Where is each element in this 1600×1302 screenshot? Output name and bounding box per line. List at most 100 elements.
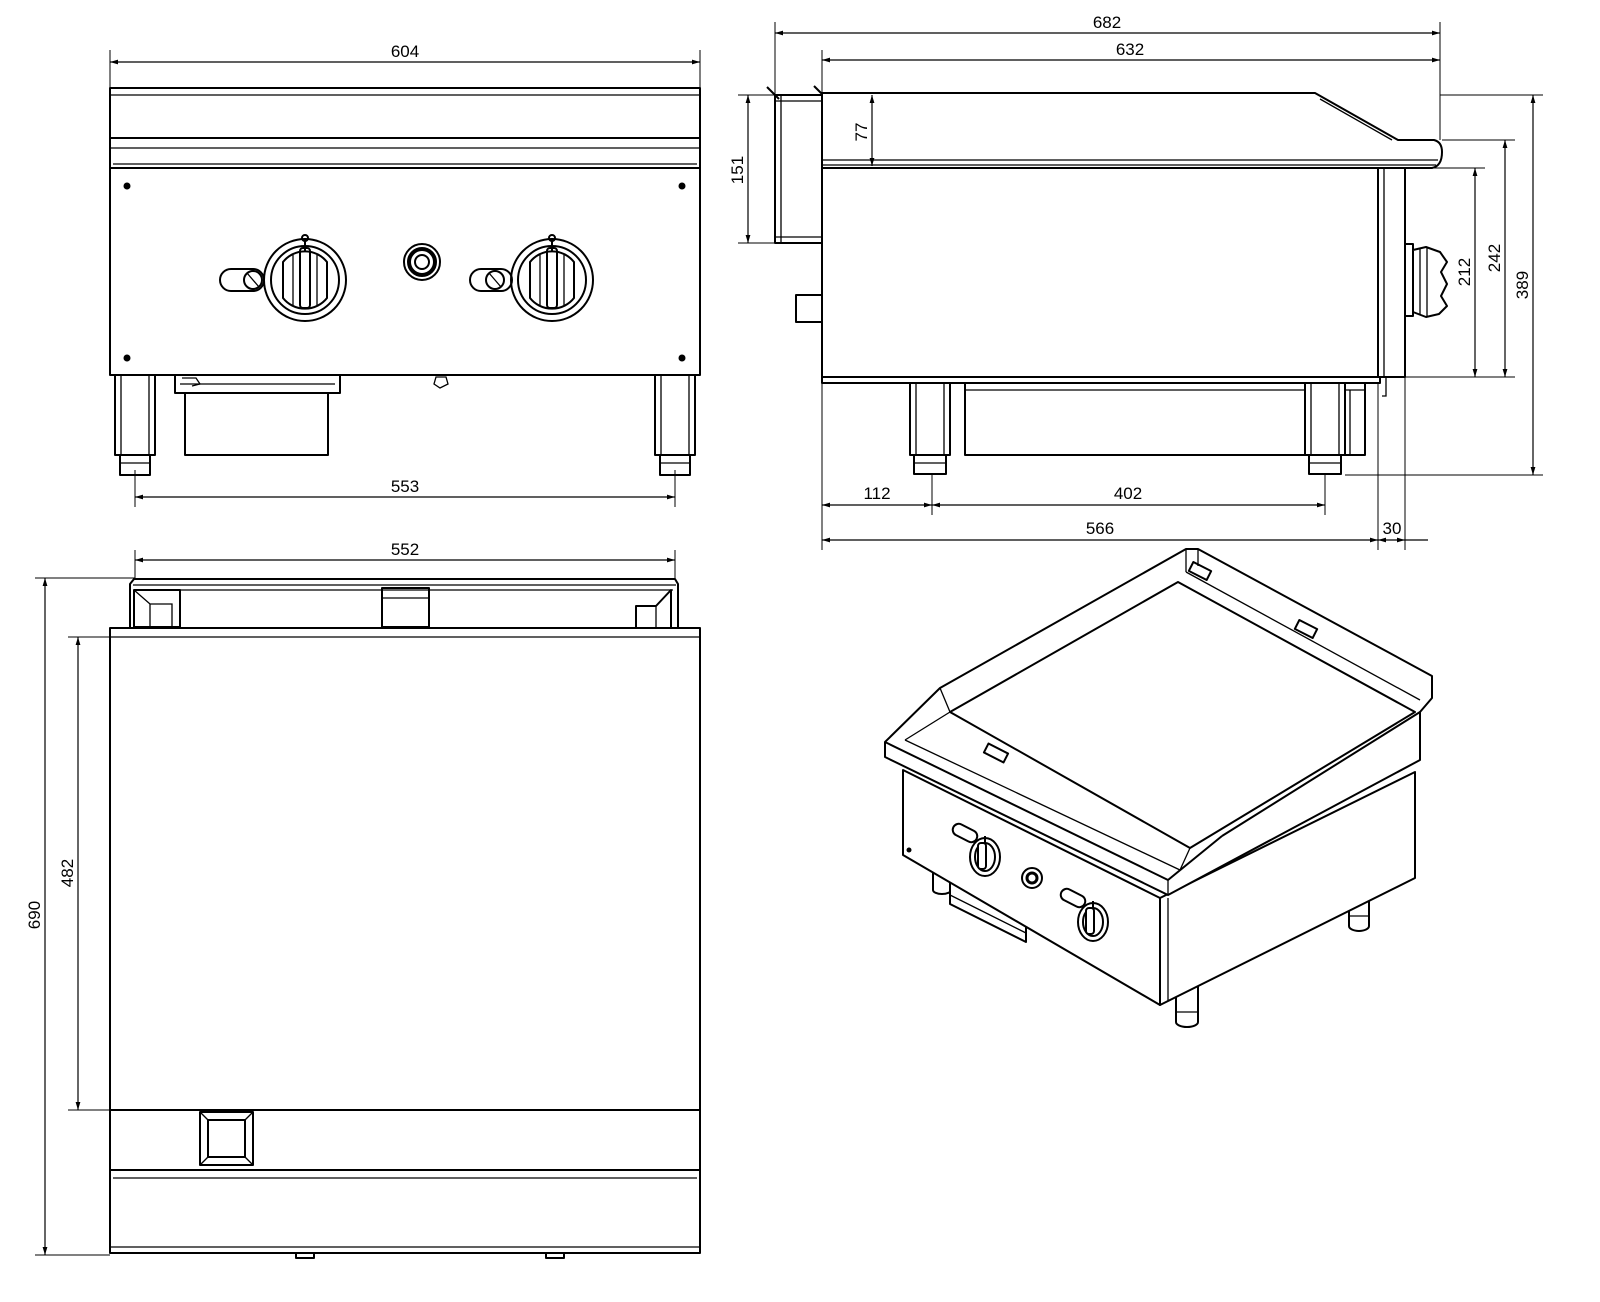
leg [114,374,156,456]
grease-hole-bevel [244,1111,254,1121]
iso-cooking-plate [949,581,1416,849]
dimension-label: 604 [391,42,419,61]
igniter-ring [403,243,441,281]
grease-hole-bevel [244,1156,254,1166]
knob-stub [545,1252,565,1259]
dimension-label: 212 [1455,258,1474,286]
iso-igniter-button [1021,867,1043,889]
iso-left-pilot-window [951,822,979,844]
front-rail-edge [884,741,1169,881]
left-control-knob [263,234,347,322]
right-wall-edge [1179,847,1191,871]
back-splash-edge [1185,571,1421,701]
pilot-mark [246,272,260,288]
iso-right-pilot-window [1059,887,1087,909]
pilot-button [485,270,505,290]
screw [123,182,131,190]
front-view: 604 [109,42,701,507]
igniter-ring [1021,867,1043,889]
grease-hole-bevel [199,1111,209,1121]
side-wall [821,92,1443,169]
knob-body [282,250,328,310]
screw [678,354,686,362]
dimension-label: 482 [58,859,77,887]
isometric-view [884,548,1433,1028]
bracket-fold [133,589,173,627]
leg [1175,985,1199,1028]
foot [913,454,947,475]
side-view: 682 632 [728,13,1543,550]
back-splash [774,94,823,244]
knob-body [1412,246,1448,318]
side-wall-edge [1319,98,1393,141]
knob-pointer-tip [301,234,309,242]
right-wall-edge [1221,711,1421,837]
igniter-center [1025,871,1039,885]
dimension-label: 151 [728,156,747,184]
knob-pointer-tip [548,234,556,242]
dimension-label: 77 [852,123,871,142]
grease-hole-bevel [199,1156,209,1166]
front-left-leg [114,374,156,476]
back-splash-top [129,578,679,629]
bottom-hook [1378,376,1387,397]
drawer-edge [949,894,1027,934]
break-mark [766,86,780,100]
knob-bezel [1404,243,1414,317]
iso-right-control-knob [1077,901,1109,942]
grease-hole-inner [207,1119,246,1158]
screw [906,847,912,853]
left-wall-edge [904,711,951,741]
front-rail-edge [904,739,1181,871]
left-pilot-window [219,268,265,292]
front-right-leg [654,374,696,476]
grease-drawer [174,374,341,456]
drawer-clip [182,377,202,387]
leg [654,374,696,456]
control-panel-side [1377,167,1406,378]
iso-leg-middle [1175,985,1199,1028]
right-bracket [635,589,672,627]
screw [123,354,131,362]
knob-handle [977,842,987,870]
iso-bracket [1187,561,1213,581]
screw [678,182,686,190]
right-control-knob [510,234,594,322]
knob-handle [1085,907,1095,935]
dimension-label: 242 [1485,244,1504,272]
igniter-ring [407,247,437,277]
pilot-mark [488,272,502,288]
pilot-slot [951,822,979,844]
dimension-label: 112 [863,484,890,503]
knob-stub [295,1252,315,1259]
front-leg [1304,382,1346,475]
right-wall-edge [1167,835,1223,881]
knob-body [529,250,575,310]
iso-bracket [982,742,1010,764]
grease-hole-outer [199,1111,254,1166]
igniter-button [403,243,441,281]
top-view: 552 [25,540,701,1259]
top-rail [109,87,701,169]
pilot-slot [1059,887,1087,909]
dimension-label: 632 [1116,40,1144,59]
leg [909,382,951,456]
front-panel [109,167,701,376]
foot [1308,454,1342,475]
dimension-label: 553 [391,477,419,496]
gas-fitting [433,376,449,389]
gas-inlet [795,294,823,323]
knob-profile [1404,243,1448,318]
drawer-box [184,392,329,456]
dimension-label: 566 [1086,519,1114,538]
rear-leg [909,382,951,475]
dimension-label: 682 [1093,13,1121,32]
dimension-label: 389 [1513,271,1532,299]
leg [1304,382,1346,456]
dimension-label: 552 [391,540,419,559]
iso-side-panel [1159,771,1416,1006]
side-panel [821,167,1379,378]
left-wall-edge [939,687,951,713]
grease-hole [199,1111,254,1166]
